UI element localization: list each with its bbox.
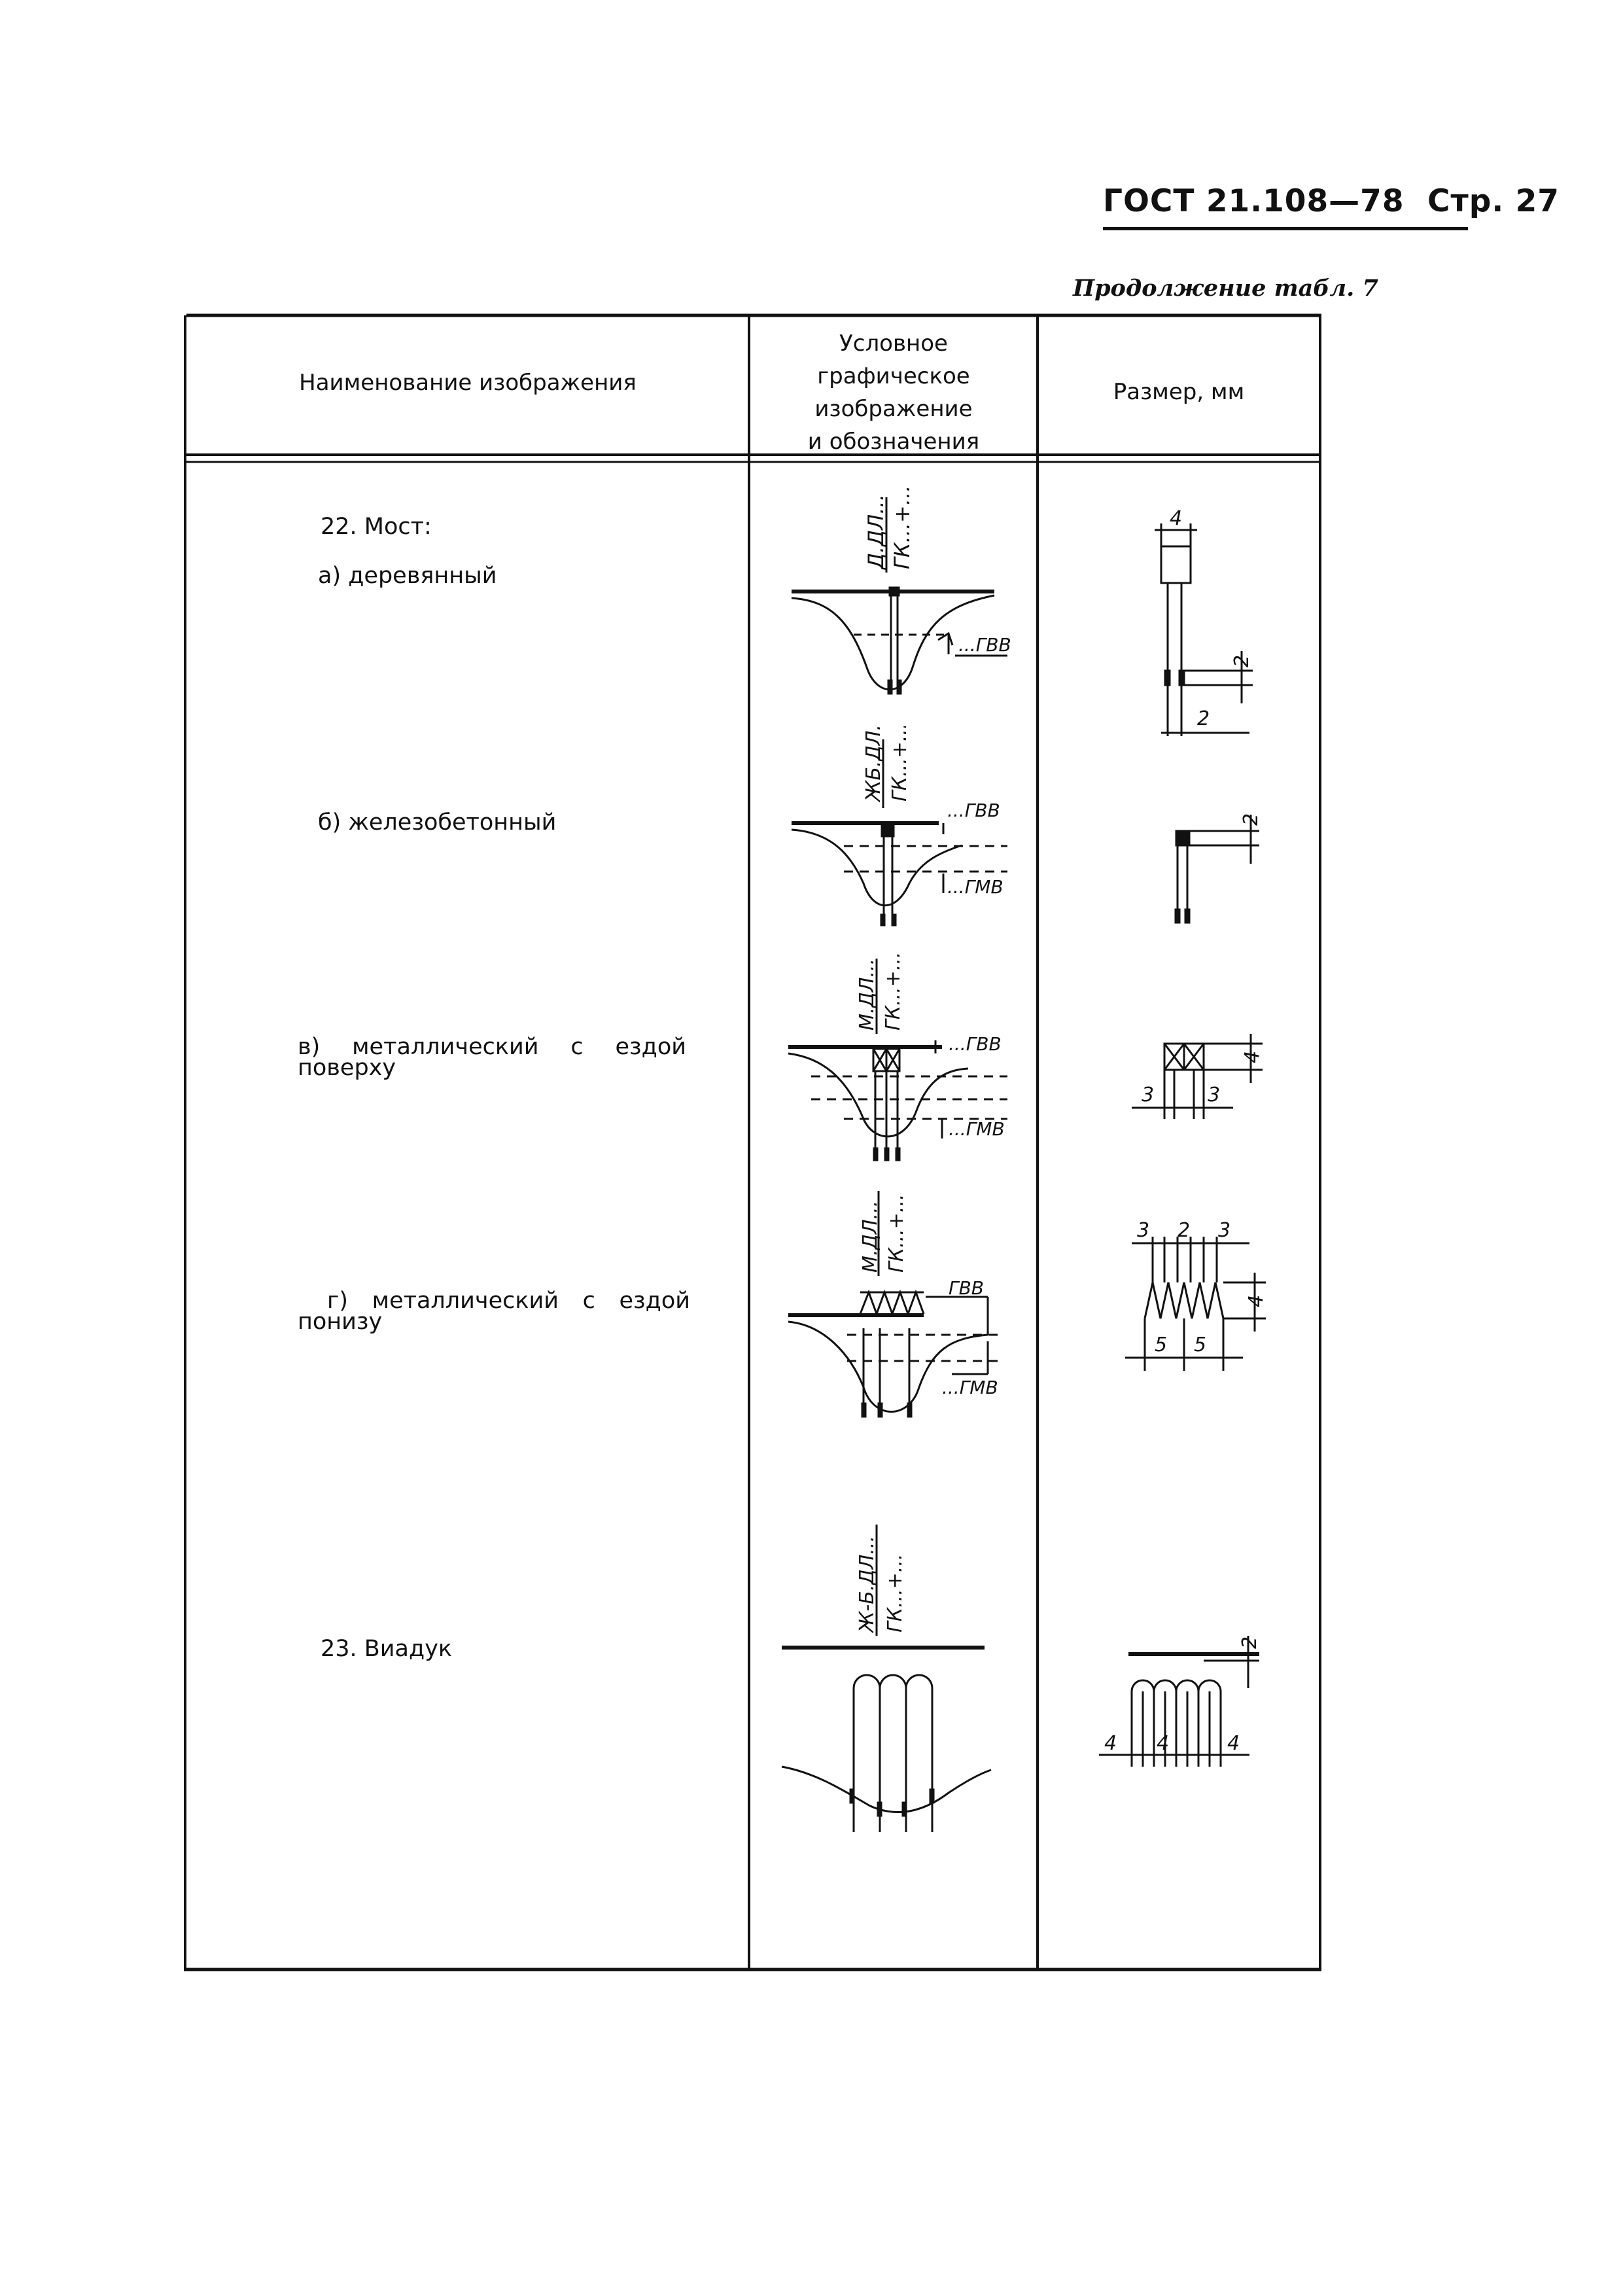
- symbol-text: Ж-Б.ДЛ...: [856, 1536, 879, 1634]
- symbol-text: ГК...+...: [885, 1194, 908, 1273]
- header-line: изображение: [814, 396, 973, 422]
- label-line: понизу: [298, 1309, 383, 1335]
- dimension-label: 3: [1142, 1084, 1154, 1106]
- header-line: и обозначения: [807, 429, 980, 455]
- row-22g-label: г) металлический с ездой понизу: [298, 1288, 690, 1335]
- row-22b-label: б) железобетонный: [318, 809, 557, 836]
- level-label: ...ГМВ: [947, 876, 1003, 898]
- dimension-label: 2: [1238, 1636, 1261, 1649]
- symbol-text: ГК...+...: [884, 1554, 907, 1633]
- wooden-bridge-dimensions: 4 2 2: [1155, 510, 1253, 736]
- row-22v-label: в) металлический с ездой поверху: [298, 1034, 686, 1081]
- row-22-title: 22. Мост:: [321, 514, 432, 540]
- dimension-label: 4: [1245, 1295, 1268, 1307]
- dimension-label: 5: [1155, 1333, 1167, 1356]
- dimension-label: 3: [1208, 1084, 1220, 1106]
- viaduct-symbol: Ж-Б.ДЛ... ГК...+...: [781, 1525, 992, 1832]
- page-number: Стр. 27: [1427, 183, 1560, 219]
- dimension-label: 2: [1178, 1219, 1190, 1242]
- label-line: поверху: [298, 1055, 396, 1081]
- dimension-label: 2: [1230, 655, 1253, 667]
- metal-deck-top-bridge-symbol: М.ДЛ... ГК...+... ...ГВВ ...ГМВ: [788, 952, 1007, 1161]
- dimension-label: 3: [1218, 1219, 1230, 1242]
- metal-deck-bottom-dimensions: 3 2 3 4 5 5: [1125, 1219, 1268, 1371]
- header-line: Размер, мм: [1113, 379, 1245, 405]
- symbol-text: ГК...+...: [890, 486, 915, 569]
- dimension-label: 4: [1157, 1732, 1169, 1755]
- page-header: ГОСТ 21.108—78 Стр. 27: [1103, 183, 1560, 219]
- symbol-text: М.ДЛ...: [856, 959, 879, 1031]
- dimension-label: 2: [1197, 707, 1210, 730]
- dimension-label: 4: [1104, 1732, 1117, 1755]
- dimension-label: 5: [1194, 1333, 1206, 1356]
- level-label: ...ГВВ: [958, 634, 1011, 656]
- level-label: ...ГМВ: [949, 1118, 1005, 1140]
- symbol-text: ГК...+...: [882, 952, 905, 1031]
- row-22a-label: а) деревянный: [318, 563, 497, 589]
- column-header-symbol: Условное графическое изображение и обозн…: [752, 327, 1035, 458]
- label-line: в) металлический с ездой: [298, 1034, 686, 1060]
- table-caption: Продолжение табл. 7: [1073, 275, 1378, 302]
- level-label: ...ГМВ: [942, 1377, 998, 1398]
- header-rule: [1103, 227, 1468, 230]
- dimension-label: 2: [1240, 813, 1263, 826]
- level-label: ...ГВВ: [947, 800, 1000, 821]
- symbol-text: Д.ДЛ...: [864, 494, 888, 571]
- concrete-bridge-symbol: ЖБ.ДЛ... ГК...+... ...ГВВ ...ГМВ: [791, 726, 1007, 927]
- level-label: ...ГВВ: [949, 1033, 1002, 1055]
- dimension-label: 4: [1241, 1051, 1264, 1063]
- dimension-label: 4: [1170, 510, 1182, 530]
- column-header-name: Наименование изображения: [190, 366, 746, 399]
- standard-number: ГОСТ 21.108—78: [1103, 183, 1405, 219]
- viaduct-dimensions: 2 4 4 4: [1099, 1636, 1261, 1767]
- symbol-text: М.ДЛ...: [859, 1201, 882, 1273]
- symbol-text: ГК...+...: [888, 726, 911, 802]
- concrete-bridge-dimensions: 2: [1174, 813, 1263, 924]
- header-line: графическое: [817, 363, 970, 389]
- dimension-label: 4: [1227, 1732, 1240, 1755]
- symbol-text: ЖБ.ДЛ...: [862, 726, 885, 803]
- label-line: г) металлический с ездой: [327, 1288, 690, 1314]
- header-line: Условное: [839, 330, 948, 357]
- header-line: Наименование изображения: [299, 370, 637, 396]
- wooden-bridge-symbol: Д.ДЛ... ГК...+... ...ГВВ: [791, 486, 1011, 695]
- column-header-size: Размер, мм: [1040, 376, 1318, 408]
- dimension-label: 3: [1137, 1219, 1149, 1242]
- metal-deck-top-dimensions: 4 3 3: [1132, 1034, 1264, 1119]
- level-label: ГВВ: [949, 1277, 984, 1299]
- metal-deck-bottom-bridge-symbol: М.ДЛ... ГК...+... ГВВ ...ГМВ: [788, 1191, 1001, 1418]
- row-23-label: 23. Виадук: [321, 1636, 453, 1662]
